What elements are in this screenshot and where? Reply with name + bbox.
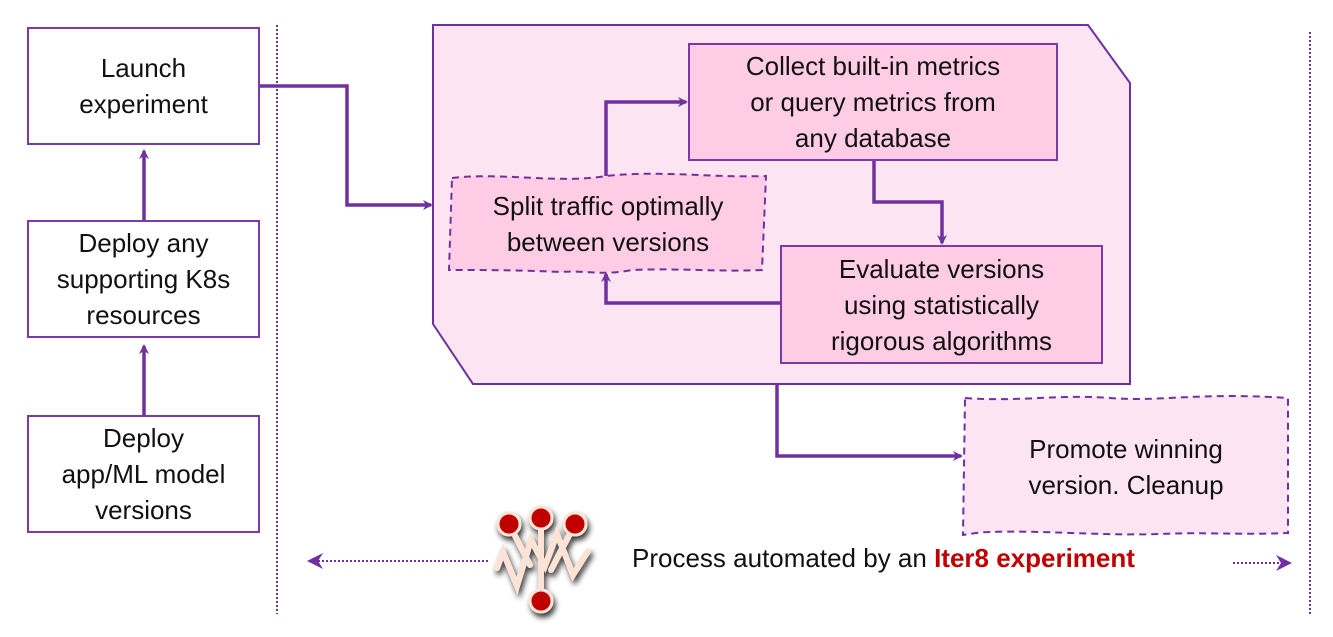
arrow-evaluate-to-split [601,272,780,305]
arrow-collect-to-evaluate [872,161,947,245]
deploy-resources-label: Deploy any supporting K8s resources [56,228,231,330]
arrow-launch-to-container [259,84,433,210]
footer-caption: Process automated by an Iter8 experiment [632,543,1135,574]
footer-prefix: Process automated by an [632,543,935,573]
iter8-logo-icon [494,505,591,614]
evaluate-versions-label: Evaluate versions using statistically ri… [830,253,1053,356]
deploy-versions-box: Deploy app/ML model versions [27,415,260,533]
split-box-shape [447,172,768,274]
launch-experiment-label: Launch experiment [79,53,208,119]
promote-box-shape [961,395,1289,537]
collect-metrics-label: Collect built-in metrics or query metric… [745,51,1001,153]
arrow-container-to-promote [775,384,963,461]
launch-experiment-box: Launch experiment [27,27,260,145]
arrow-split-to-collect [604,97,688,176]
promote-label: Promote winning version. Cleanup [1028,433,1224,500]
split-traffic-box: Split traffic optimally between versions [450,176,766,272]
collect-metrics-box: Collect built-in metrics or query metric… [688,43,1058,161]
promote-box: Promote winning version. Cleanup [965,400,1287,533]
footer-highlight: Iter8 experiment [934,543,1135,573]
split-traffic-label: Split traffic optimally between versions [492,191,724,257]
deploy-resources-box: Deploy any supporting K8s resources [27,220,260,338]
evaluate-versions-box: Evaluate versions using statistically ri… [780,245,1103,364]
deploy-versions-label: Deploy app/ML model versions [61,423,226,525]
